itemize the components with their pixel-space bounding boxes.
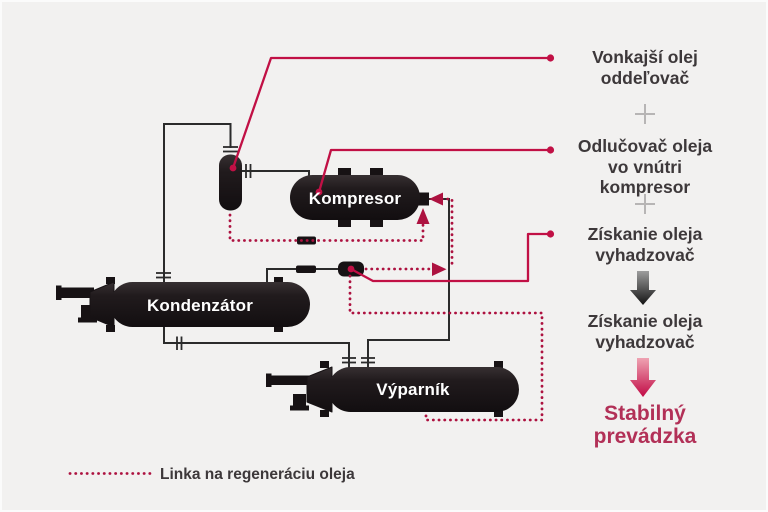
annotation-oil-recovery-1: Získanie oleja vyhadzovač (563, 224, 727, 265)
annotation-line: Získanie oleja (587, 311, 703, 331)
down-arrow-dark-icon (630, 271, 656, 305)
annotation-line: oddeľovač (600, 67, 690, 88)
oil-flow-arrowheads (416, 192, 447, 276)
oil-separator-tank (219, 154, 242, 211)
pointer-line-dots (229, 54, 555, 273)
pipe-fittings (296, 236, 316, 273)
down-arrow-red-icon (630, 358, 656, 397)
annotation-line: vyhadzovač (595, 331, 695, 352)
annotation-stable-operation: Stabilný prevádzka (563, 402, 727, 448)
plus-icon (635, 194, 655, 214)
annotation-external-oil-separator: Vonkajší olej oddeľovač (563, 47, 727, 88)
annotation-line: vyhadzovač (595, 244, 695, 265)
pointer-lines (231, 56, 549, 283)
annotation-line: Vonkajší olej (592, 47, 698, 67)
annotation-line: Stabilný (604, 402, 686, 425)
legend-label: Linka na regeneráciu oleja (160, 466, 355, 483)
compressor-tank (290, 168, 429, 227)
pipe-flanges (156, 146, 375, 364)
condenser-label: Kondenzátor (146, 296, 254, 315)
annotation-line: vo vnútri kompresor (599, 156, 691, 198)
oil-regeneration-lines (68, 197, 544, 475)
plus-separator-1 (563, 104, 727, 124)
evaporator-tank (266, 361, 519, 417)
evaporator-label: Výparník (376, 380, 450, 399)
compressor-label: Kompresor (308, 189, 402, 208)
annotation-line: Odlučovač oleja (577, 136, 713, 156)
annotation-line: Získanie oleja (587, 224, 703, 244)
annotation-line: prevádzka (593, 424, 697, 448)
condenser-tank (56, 277, 310, 332)
plus-separator-2 (563, 194, 727, 214)
plus-icon (635, 104, 655, 124)
pipe-lines (163, 123, 450, 368)
annotation-oil-recovery-2: Získanie oleja vyhadzovač (563, 311, 727, 352)
annotation-internal-oil-separator: Odlučovač oleja vo vnútri kompresor (563, 136, 727, 198)
